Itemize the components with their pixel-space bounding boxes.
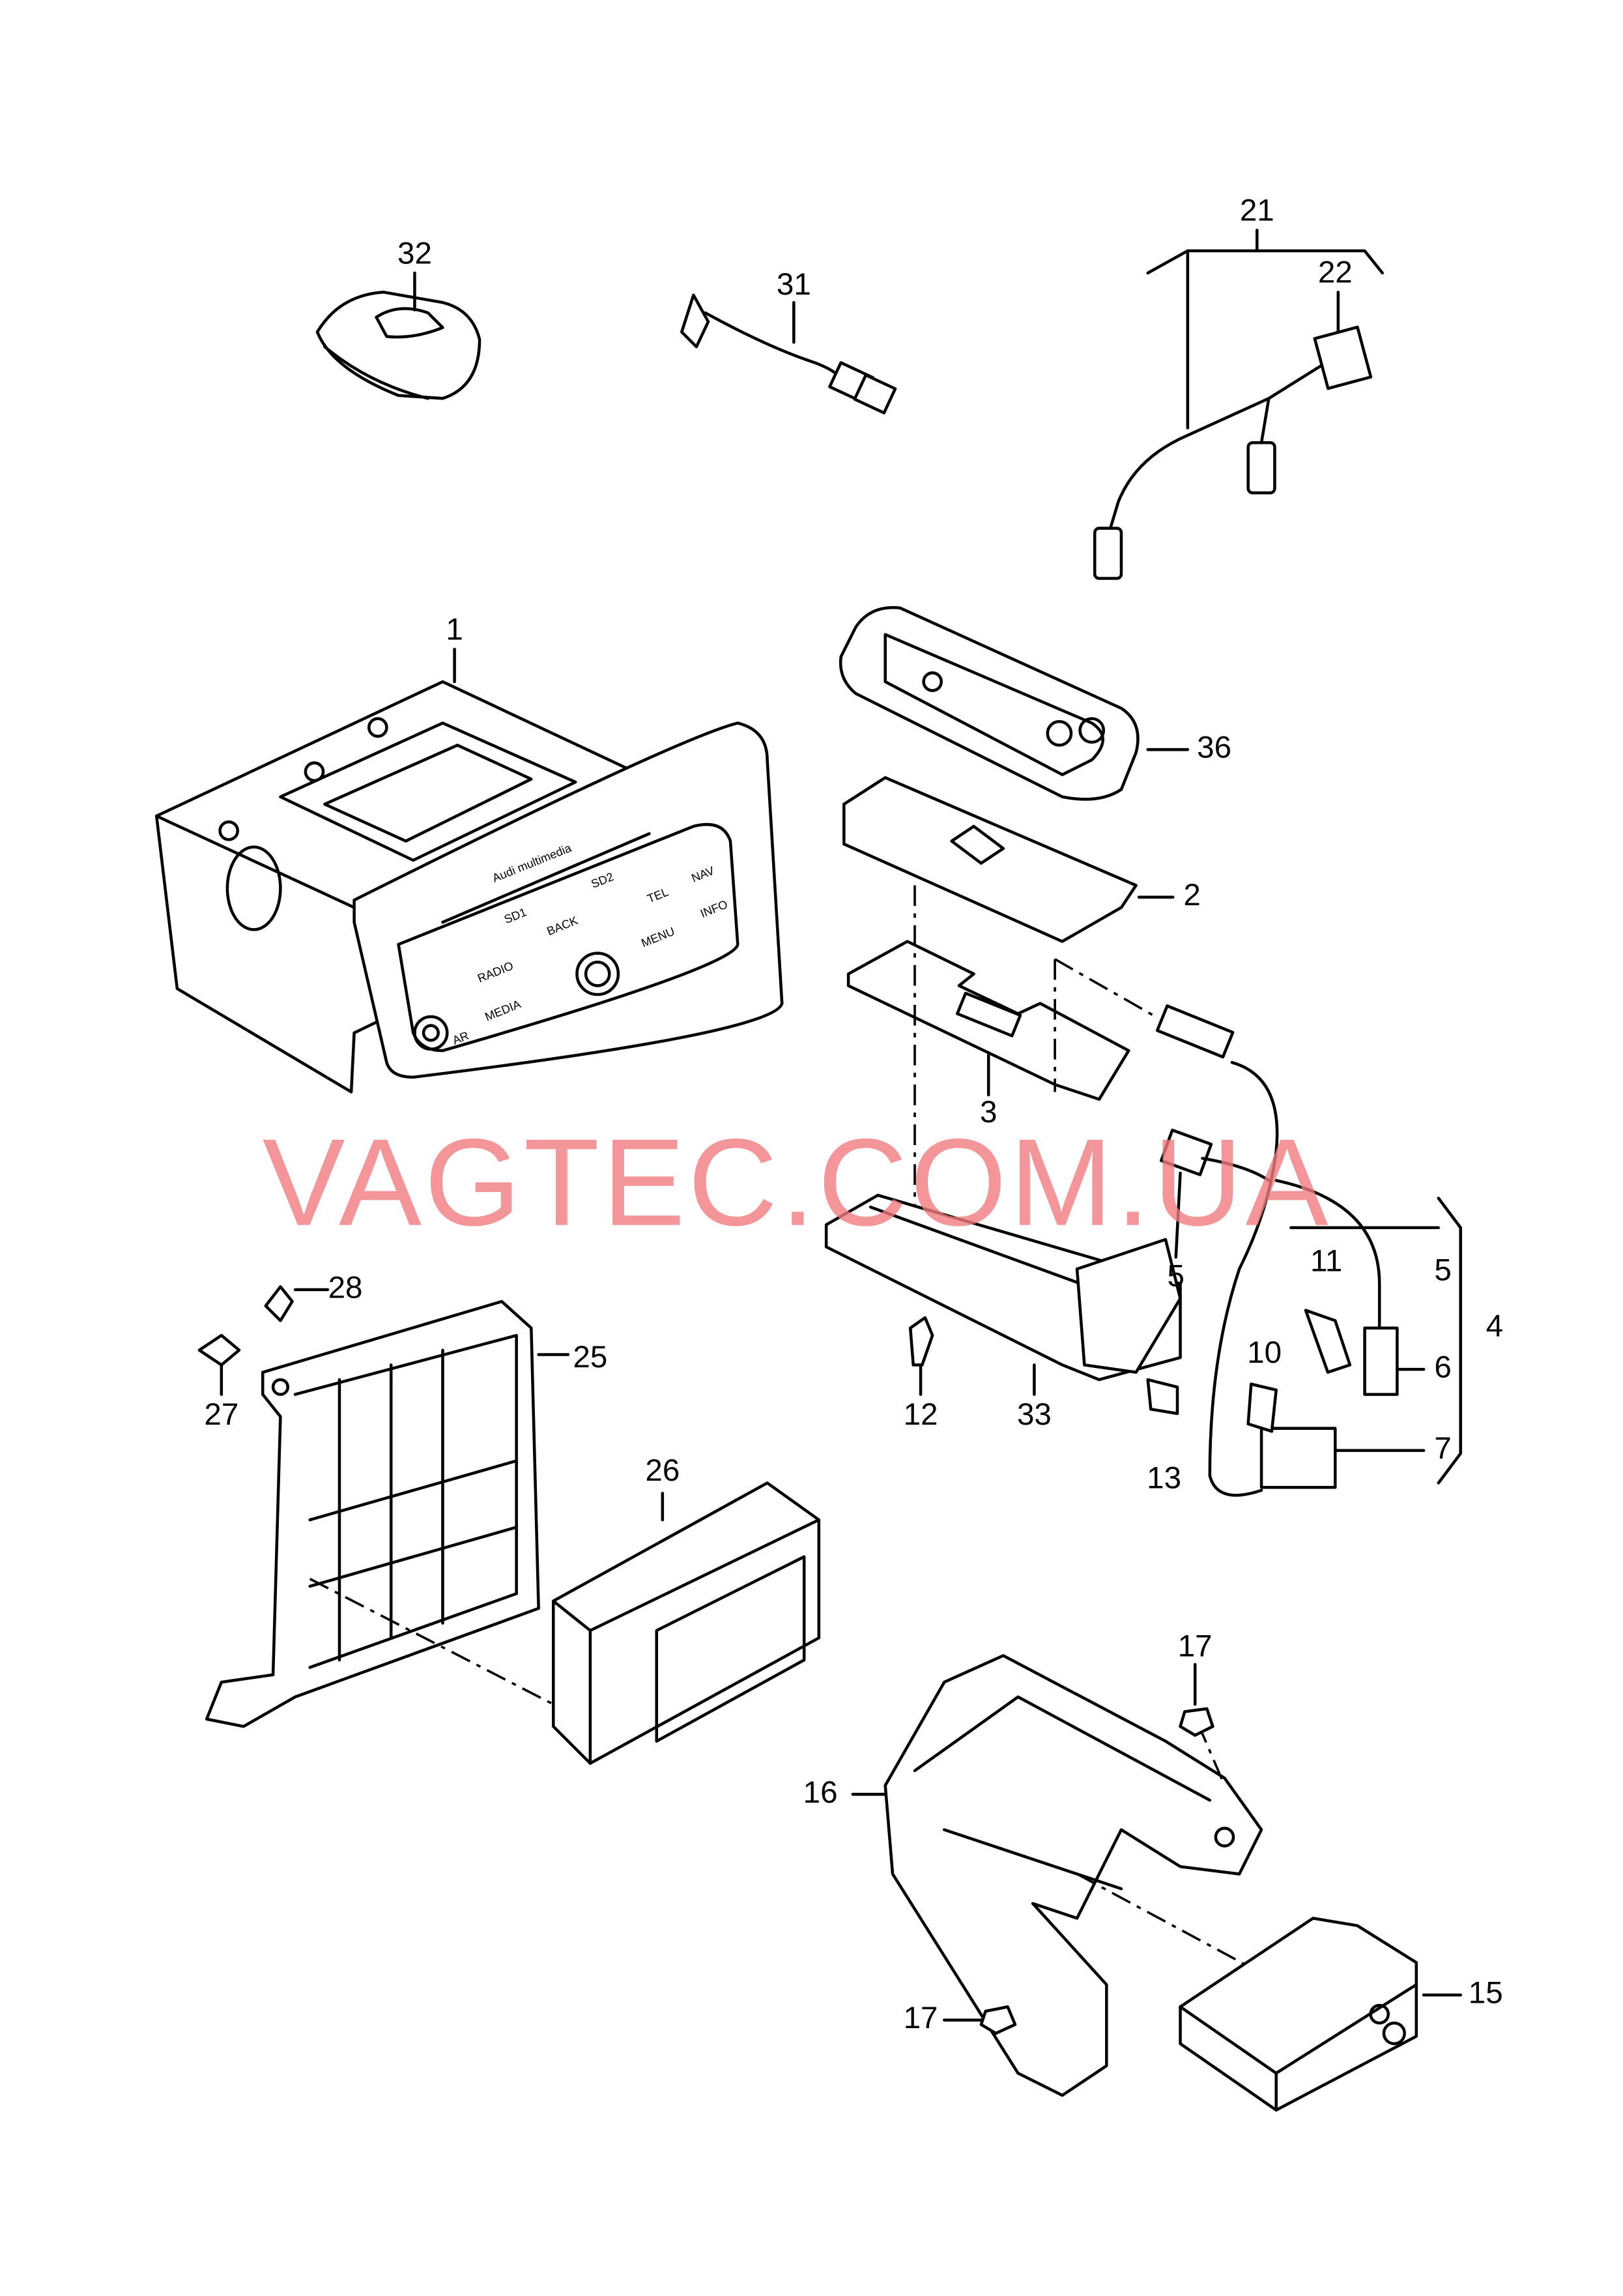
callout-31: 31 bbox=[777, 267, 811, 302]
callout-7: 7 bbox=[1434, 1431, 1451, 1466]
part-21-antenna-harness bbox=[1093, 228, 1384, 580]
watermark: VAGTEC.COM.UA bbox=[263, 1114, 1331, 1252]
callout-21: 21 bbox=[1240, 194, 1274, 228]
part-15-control-unit bbox=[1179, 1917, 1462, 2112]
callout-17b: 17 bbox=[904, 2001, 938, 2035]
callout-25: 25 bbox=[573, 1340, 607, 1374]
callout-32: 32 bbox=[397, 236, 432, 270]
callout-27: 27 bbox=[204, 1397, 238, 1432]
callouts: 32 31 21 22 1 36 2 3 5 5 4 11 10 6 7 13 … bbox=[204, 194, 1503, 2036]
part-26-control-module bbox=[552, 1481, 821, 1765]
part-16-module-bracket bbox=[851, 1654, 1270, 2097]
callout-15: 15 bbox=[1469, 1976, 1503, 2011]
callout-36: 36 bbox=[1197, 731, 1231, 765]
part-32-roof-antenna bbox=[315, 271, 481, 400]
callout-3: 3 bbox=[980, 1095, 997, 1129]
callout-17a: 17 bbox=[1178, 1629, 1213, 1664]
callout-4: 4 bbox=[1486, 1309, 1503, 1343]
callout-1: 1 bbox=[446, 613, 463, 647]
part-25-mounting-bracket bbox=[197, 1285, 570, 1728]
part-1-radio-unit: Audi multimedia SD1 SD2 BACK TEL NAV MEN… bbox=[154, 647, 784, 1094]
callout-2: 2 bbox=[1183, 878, 1200, 912]
callout-11: 11 bbox=[1310, 1244, 1342, 1279]
callout-28: 28 bbox=[328, 1270, 363, 1305]
part-4-wiring-harness bbox=[1054, 958, 1462, 1497]
callout-16: 16 bbox=[803, 1775, 838, 1810]
callout-10: 10 bbox=[1247, 1335, 1282, 1370]
callout-12: 12 bbox=[904, 1397, 938, 1432]
callout-5a: 5 bbox=[1168, 1258, 1185, 1293]
callout-5b: 5 bbox=[1434, 1253, 1451, 1287]
callout-13: 13 bbox=[1147, 1460, 1181, 1495]
callout-33: 33 bbox=[1017, 1397, 1052, 1432]
part-31-antenna-cable bbox=[680, 293, 897, 414]
part-36-phone-cradle-cover bbox=[839, 606, 1190, 801]
part-2-adapter-plate bbox=[842, 776, 1175, 943]
callout-26: 26 bbox=[645, 1453, 680, 1488]
callout-6: 6 bbox=[1434, 1350, 1451, 1385]
callout-22: 22 bbox=[1318, 255, 1353, 290]
part-33-holder bbox=[824, 1193, 1182, 1396]
